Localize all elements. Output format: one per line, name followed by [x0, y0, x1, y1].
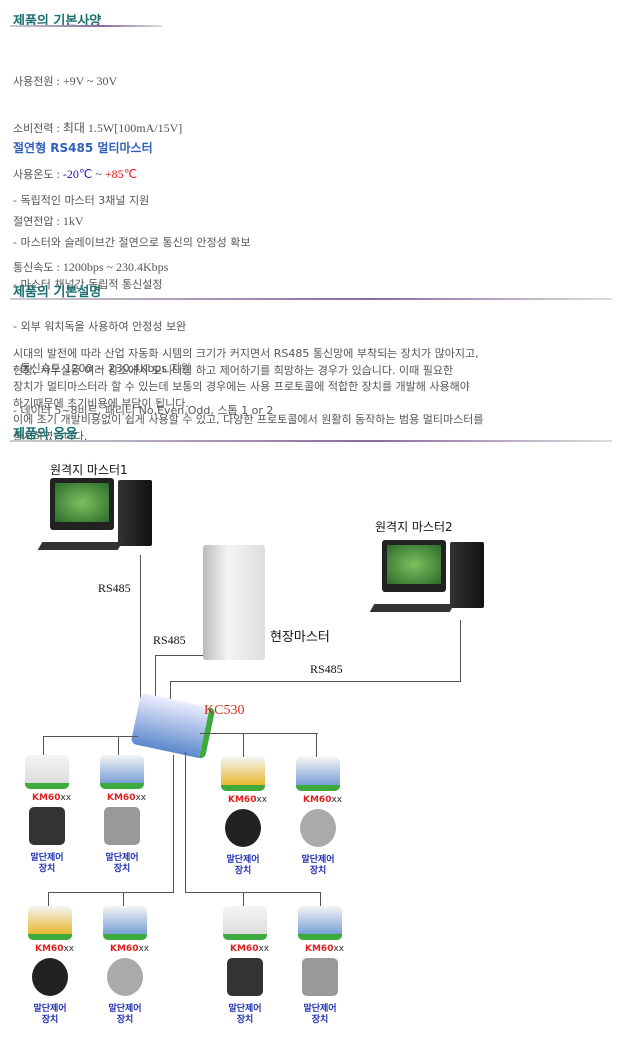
device-model: KM60xx: [228, 795, 268, 805]
km60-module-icon: [296, 757, 340, 791]
device-model: KM60xx: [230, 944, 270, 954]
device-model: KM60xx: [107, 793, 147, 803]
list-item: - 통신속도 1200 ~ 230.4Kbps 지원: [13, 362, 191, 375]
spec-row: 소비전력 : 최대 1.5W[100mA/15V]: [13, 120, 183, 135]
traffic-light-icon: [227, 958, 263, 996]
feature-title: 절연형 RS485 멀티마스터: [13, 141, 153, 155]
divider: [10, 298, 612, 300]
rs485-label: RS485: [98, 581, 131, 595]
spec-row: 통신속도 : 1200bps ~ 230.4Kbps: [13, 260, 169, 274]
list-item: - 마스터 채널간 독립적 통신설정: [13, 278, 163, 291]
km60-module-icon: [223, 906, 267, 940]
device-model: KM60xx: [305, 944, 345, 954]
list-item: - 독립적인 마스터 3채널 지원: [13, 194, 150, 207]
remote-master-1-label: 원격지 마스터1: [50, 463, 128, 477]
divider: [10, 25, 162, 27]
gauge-icon: [225, 809, 261, 847]
field-master-device-icon: [203, 545, 265, 660]
hard-drive-warning-icon: [104, 807, 140, 845]
computer-icon: [37, 478, 160, 558]
spec-row: 사용온도 : -20℃ ~ +85℃: [13, 167, 138, 181]
rs485-label: RS485: [310, 662, 343, 676]
gear-icon: [300, 809, 336, 847]
field-master-label: 현장마스터: [270, 630, 330, 645]
app-title: 제품의 응용: [13, 427, 78, 442]
km60-module-icon: [103, 906, 147, 940]
spec-row: 절연전압 : 1kV: [13, 213, 84, 228]
desc-text: 시대의 발전에 따라 산업 자동화 시템의 크기가 커지면서 RS485 통신망…: [13, 347, 484, 443]
km60-module-icon: [221, 757, 265, 791]
desc-title: 제품의 기본설명: [13, 285, 102, 300]
spec-list: 사용전원 : +9V ~ 30V 소비전력 : 최대 1.5W[100mA/15…: [13, 43, 182, 307]
hub-label: KC530: [204, 703, 245, 718]
spec-row: 사용전원 : +9V ~ 30V: [13, 74, 118, 88]
km60-module-icon: [100, 755, 144, 789]
device-model: KM60xx: [110, 944, 150, 954]
remote-master-2-label: 원격지 마스터2: [375, 520, 453, 534]
feature-list: - 독립적인 마스터 3채널 지원 - 마스터와 슬레이브간 절연으로 통신의 …: [13, 166, 273, 446]
gauge-icon: [32, 958, 68, 996]
device-model: KM60xx: [35, 944, 75, 954]
hard-drive-warning-icon: [302, 958, 338, 996]
kc530-hub-icon: [130, 692, 216, 760]
gear-icon: [107, 958, 143, 996]
list-item: - 데이터 5~8비트, 패리티 No,Even,Odd, 스톱 1 or 2: [13, 404, 274, 417]
list-item: - 마스터와 슬레이브간 절연으로 통신의 안정성 확보: [13, 236, 251, 249]
device-model: KM60xx: [32, 793, 72, 803]
km60-module-icon: [25, 755, 69, 789]
traffic-light-icon: [29, 807, 65, 845]
km60-module-icon: [298, 906, 342, 940]
divider: [10, 440, 612, 442]
computer-icon: [369, 540, 492, 620]
rs485-label: RS485: [153, 633, 186, 647]
list-item: - 외부 워치독을 사용하여 안정성 보완: [13, 320, 187, 333]
km60-module-icon: [28, 906, 72, 940]
device-model: KM60xx: [303, 795, 343, 805]
